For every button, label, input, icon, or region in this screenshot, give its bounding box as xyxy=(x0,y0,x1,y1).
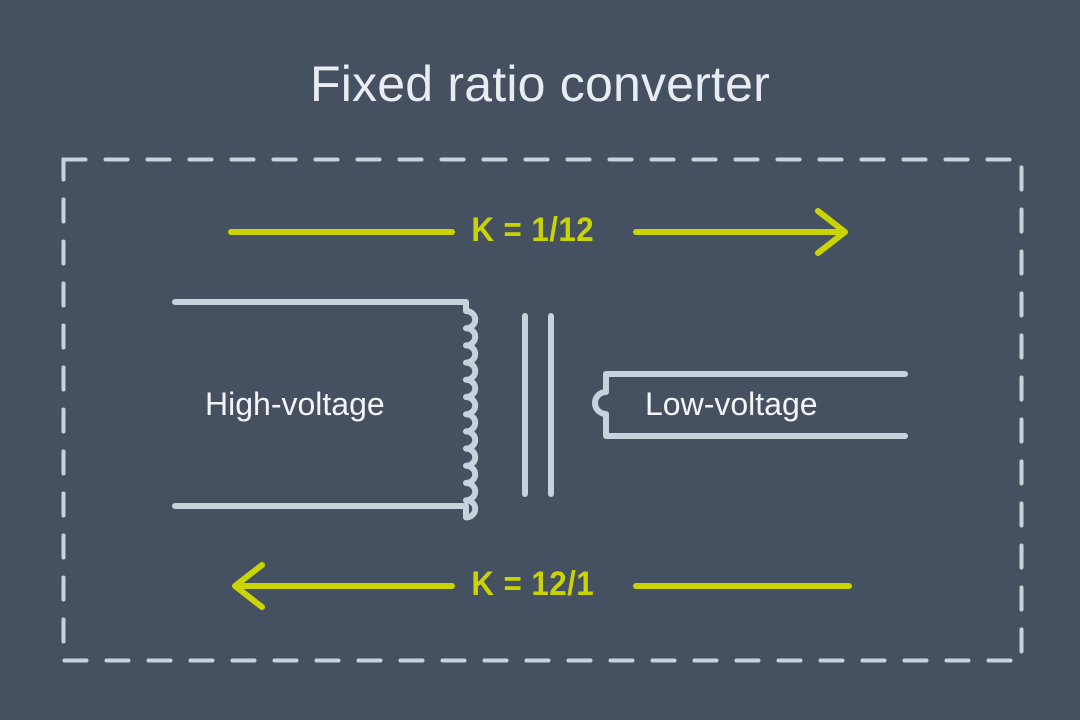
secondary-winding xyxy=(592,371,908,439)
step-down-ratio-label: K = 1/12 xyxy=(471,211,595,249)
step-up-ratio-label: K = 12/1 xyxy=(471,565,595,603)
page-title: Fixed ratio converter xyxy=(310,56,770,112)
secondary-winding-label: Low-voltage xyxy=(645,386,818,422)
step-down-arrowhead-icon xyxy=(815,208,848,256)
step-up-arrowhead-icon xyxy=(232,562,265,610)
step-up-arrow xyxy=(232,562,852,610)
step-down-arrow xyxy=(228,208,848,256)
primary-winding-label: High-voltage xyxy=(205,386,385,422)
converter-boundary xyxy=(61,157,1024,663)
primary-winding xyxy=(172,299,479,521)
